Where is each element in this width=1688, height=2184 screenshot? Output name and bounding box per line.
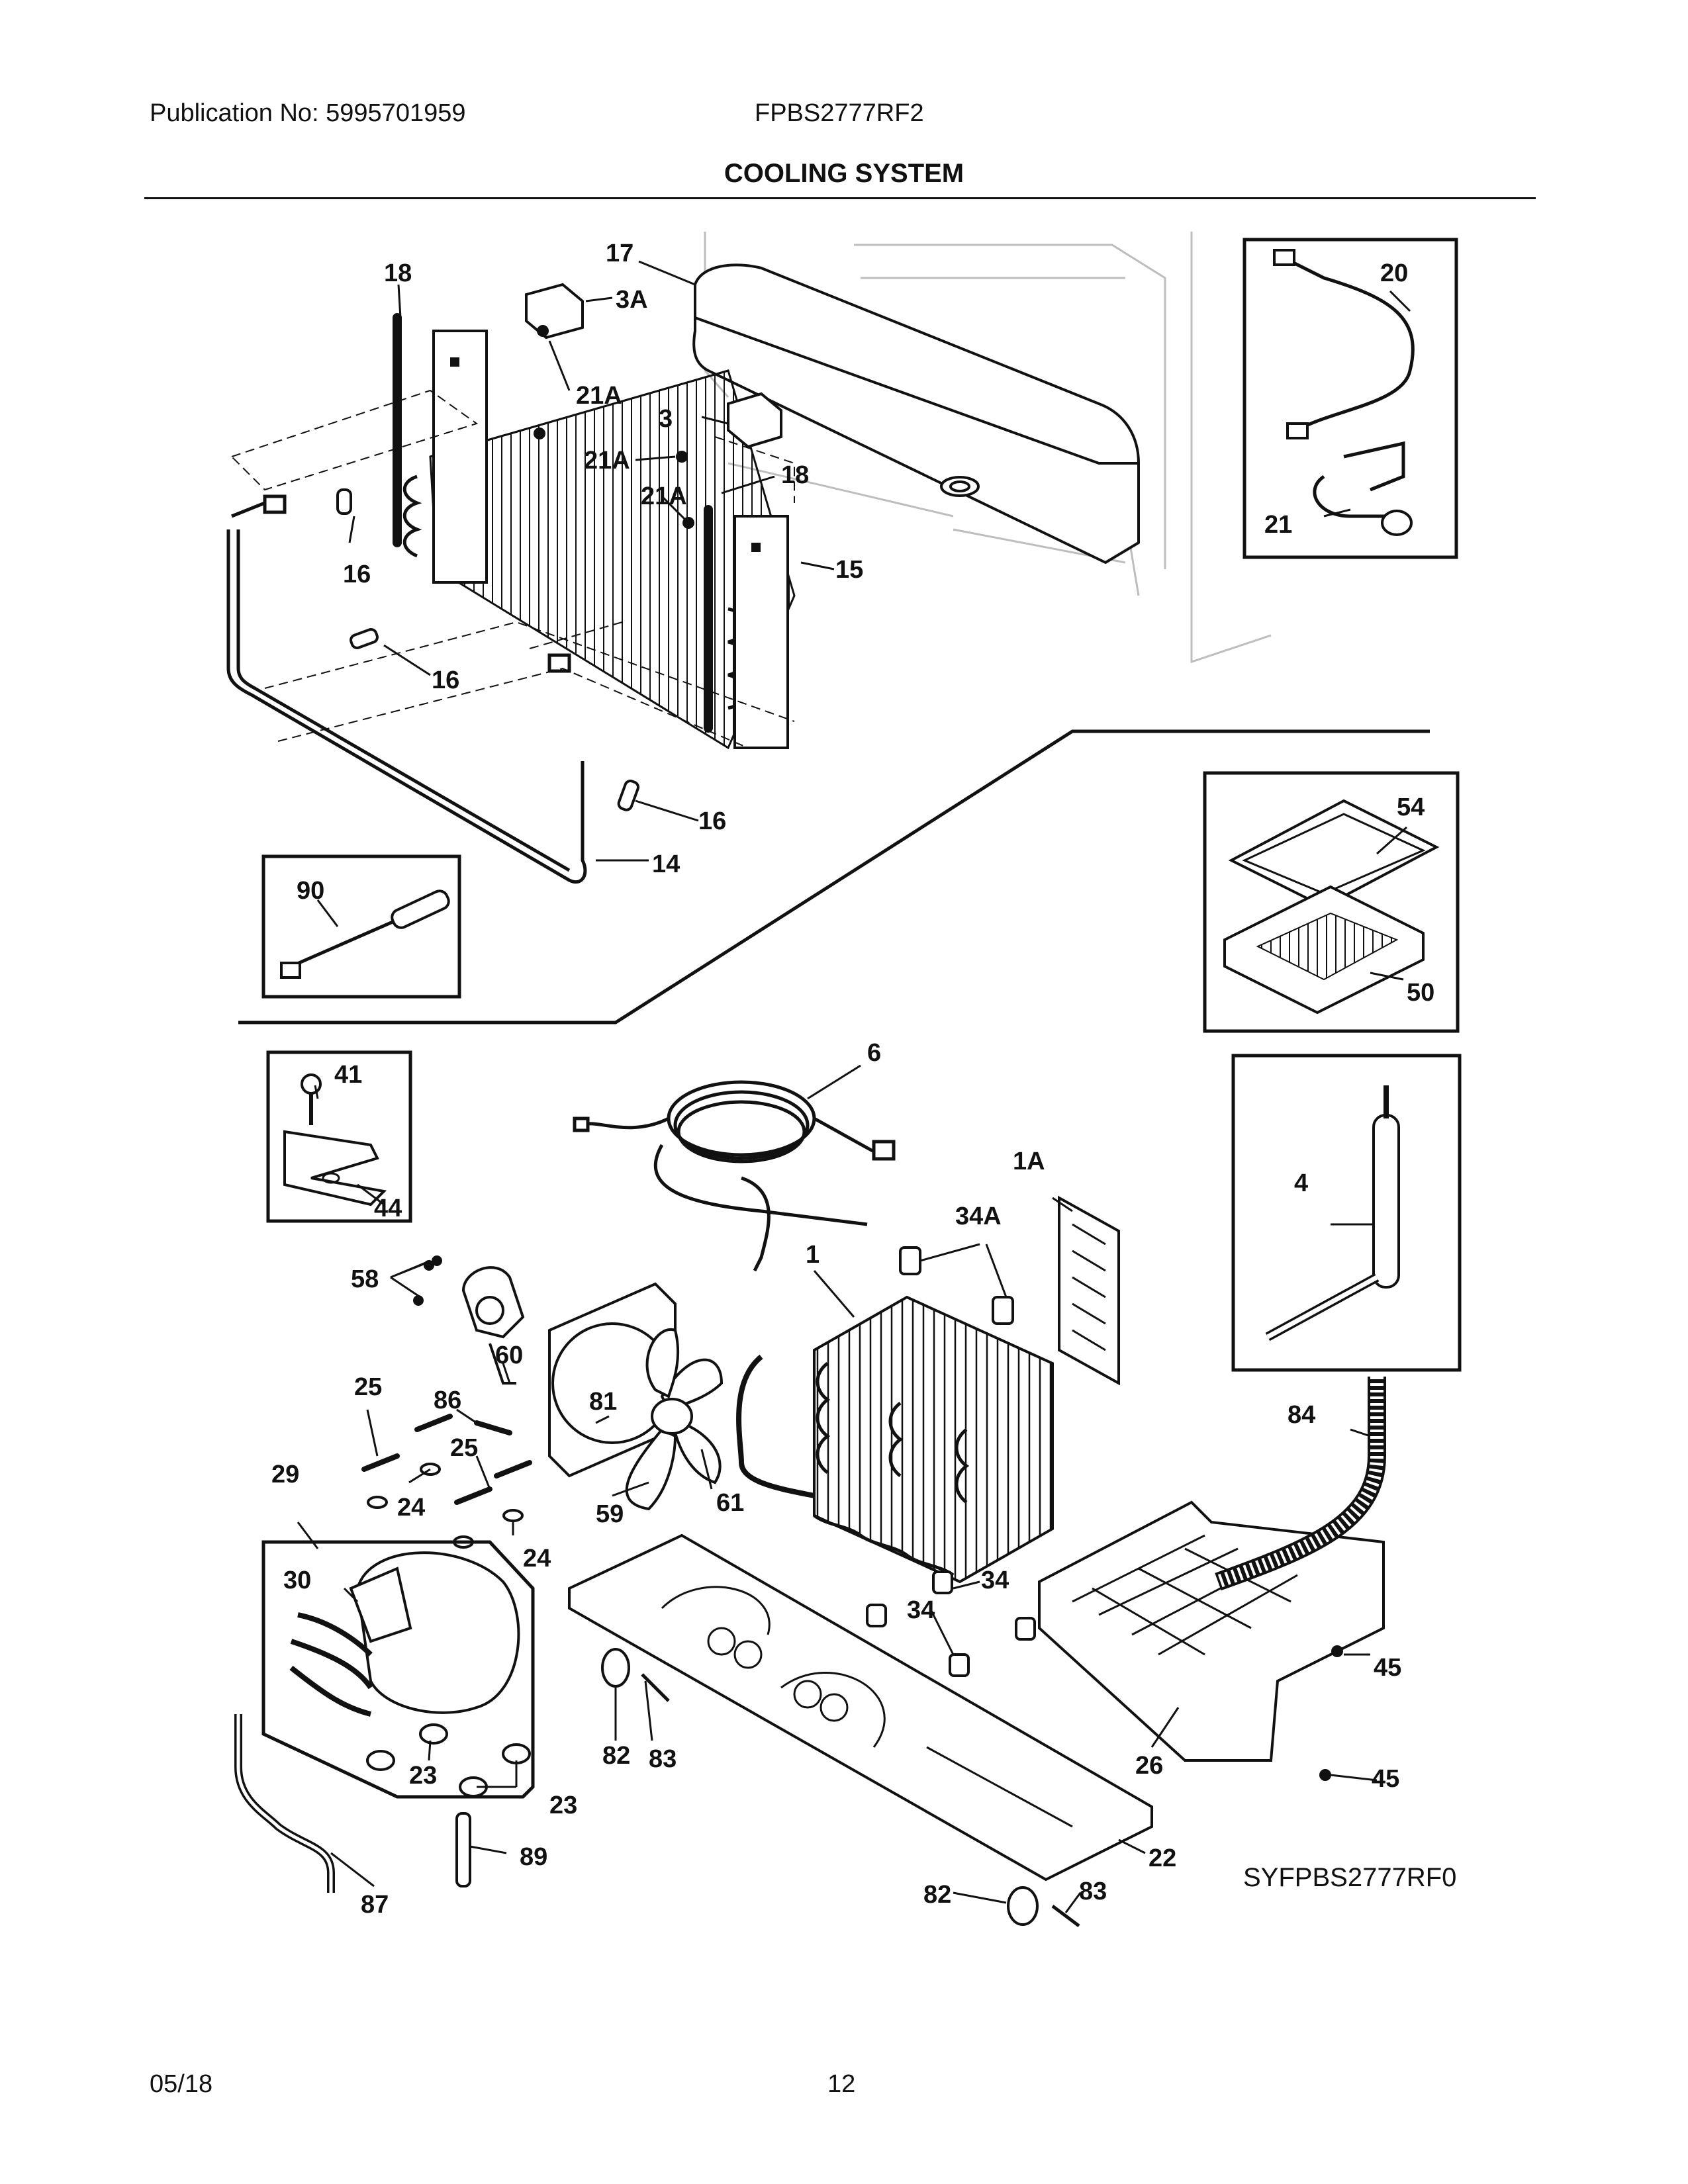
drain-trough	[692, 263, 1140, 564]
callout-18: 18	[384, 259, 412, 287]
condenser-fan	[548, 1282, 724, 1511]
callout-16: 16	[698, 807, 726, 835]
callout-50: 50	[1407, 979, 1434, 1007]
callout-25: 25	[450, 1434, 478, 1462]
callout-23: 23	[549, 1792, 577, 1819]
callout-21A: 21A	[641, 482, 687, 510]
clip-bracket	[525, 283, 782, 449]
screw-83	[641, 1673, 1080, 1927]
callout-3: 3	[659, 405, 673, 433]
callout-41: 41	[334, 1061, 362, 1089]
callout-22: 22	[1149, 1844, 1176, 1872]
callout-81: 81	[589, 1388, 617, 1416]
page-title: COOLING SYSTEM	[724, 159, 964, 188]
drain-pan	[1038, 1500, 1385, 1762]
base-pan	[568, 1533, 1153, 1882]
power-cord	[573, 1080, 896, 1272]
drier-tube	[455, 1812, 471, 1888]
callout-87: 87	[361, 1891, 389, 1919]
callout-4: 4	[1294, 1169, 1308, 1197]
air-baffle-panel	[1058, 1195, 1120, 1386]
evaporator	[402, 330, 796, 750]
inset-control-board	[1203, 771, 1460, 1033]
drain-hose-inner	[1215, 1377, 1383, 1588]
callout-21A: 21A	[576, 382, 622, 410]
diagram-reference-code: SYFPBS2777RF0	[1243, 1863, 1456, 1892]
callout-16: 16	[432, 666, 459, 694]
callout-34: 34	[907, 1596, 935, 1624]
screw-45	[1319, 1645, 1343, 1781]
callout-14: 14	[652, 850, 680, 878]
callout-20: 20	[1380, 259, 1408, 287]
callout-16: 16	[343, 561, 371, 588]
callout-58: 58	[351, 1265, 379, 1293]
publication-number: Publication No: 5995701959	[150, 99, 466, 127]
compressor-inset	[261, 1540, 535, 1799]
callout-45: 45	[1372, 1765, 1399, 1793]
callout-59: 59	[596, 1500, 624, 1528]
callout-60: 60	[495, 1342, 523, 1369]
callout-90: 90	[297, 877, 324, 905]
heater-strip	[393, 313, 713, 733]
section-divider	[238, 729, 1430, 1024]
callout-24: 24	[523, 1545, 551, 1572]
inset-sensor-box	[261, 854, 461, 999]
callout-54: 54	[1397, 794, 1425, 821]
callout-86: 86	[434, 1387, 461, 1414]
callout-29: 29	[271, 1461, 299, 1488]
callout-1: 1	[806, 1241, 820, 1269]
callout-34: 34	[981, 1567, 1009, 1594]
callout-3A: 3A	[616, 286, 648, 314]
callout-83: 83	[1079, 1878, 1107, 1905]
model-number: FPBS2777RF2	[755, 99, 924, 127]
callout-34A: 34A	[955, 1203, 1002, 1230]
callout-89: 89	[520, 1843, 547, 1871]
callout-6: 6	[867, 1039, 881, 1067]
callout-18: 18	[781, 461, 809, 489]
callout-leaders	[297, 260, 1411, 1913]
callout-21: 21	[1264, 511, 1292, 539]
callout-30: 30	[283, 1567, 311, 1594]
title-rule	[144, 197, 1536, 199]
callout-15: 15	[835, 556, 863, 584]
footer-date: 05/18	[150, 2070, 213, 2098]
callout-17: 17	[606, 240, 633, 267]
callout-82: 82	[923, 1881, 951, 1909]
callout-83: 83	[649, 1745, 677, 1773]
assembly-guides	[230, 389, 795, 749]
grommet	[336, 488, 639, 811]
callout-61: 61	[716, 1489, 744, 1517]
condenser	[736, 1295, 1054, 1584]
callout-82: 82	[602, 1742, 630, 1770]
callout-21A: 21A	[584, 447, 630, 475]
mounting-clips	[361, 1414, 532, 1505]
inset-harness-box	[1243, 238, 1458, 559]
callout-44: 44	[374, 1195, 402, 1222]
fan-motor-relay	[413, 1255, 525, 1385]
grommet-82	[601, 1648, 1039, 1926]
page-number: 12	[827, 2070, 856, 2098]
callout-23: 23	[409, 1762, 437, 1790]
callout-26: 26	[1135, 1752, 1163, 1780]
suction-tube-inner	[236, 1714, 333, 1893]
callout-25: 25	[354, 1373, 382, 1401]
callout-labels: 18 17 3A 21A 3 21A 21A 18 16 15 16 16 14…	[271, 240, 1434, 1919]
callout-24: 24	[397, 1494, 425, 1522]
drain-tube	[226, 494, 587, 884]
inset-drier-box	[1231, 1054, 1462, 1372]
callout-84: 84	[1288, 1401, 1315, 1429]
callout-1A: 1A	[1013, 1148, 1045, 1175]
callout-45: 45	[1374, 1654, 1401, 1682]
